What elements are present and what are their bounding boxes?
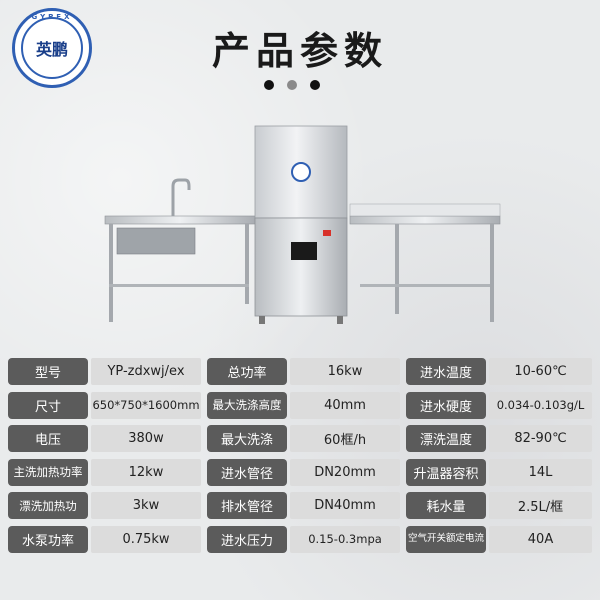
- spec-label: 最大洗涤: [207, 425, 287, 452]
- spec-value: 0.15-0.3mpa: [290, 525, 400, 553]
- spec-value: 14L: [489, 458, 592, 486]
- logo-ring-text: GYPEX: [31, 13, 73, 21]
- spec-label: 漂洗温度: [406, 425, 486, 452]
- spec-row: 型号 YP-zdxwj/ex 总功率 16kw 进水温度 10-60℃: [8, 358, 592, 385]
- spec-row: 尺寸 650*750*1600mm 最大洗涤高度 40mm 进水硬度 0.034…: [8, 391, 592, 419]
- dishwasher-product-image: [104, 125, 501, 324]
- spec-row: 水泵功率 0.75kw 进水压力 0.15-0.3mpa 空气开关额定电流 40…: [8, 525, 592, 553]
- spec-value: 0.034-0.103g/L: [489, 391, 592, 419]
- spec-label: 总功率: [207, 358, 287, 385]
- spec-value: 60框/h: [290, 425, 400, 452]
- spec-label: 升温器容积: [406, 458, 486, 486]
- spec-label: 水泵功率: [8, 525, 88, 553]
- spec-row: 主洗加热功率 12kw 进水管径 DN20mm 升温器容积 14L: [8, 458, 592, 486]
- spec-value: 40A: [489, 525, 592, 553]
- spec-value: 0.75kw: [91, 525, 201, 553]
- spec-label: 最大洗涤高度: [207, 391, 287, 419]
- brand-logo: GYPEX 英鹏: [12, 8, 92, 88]
- carousel-indicator[interactable]: [264, 80, 320, 90]
- spec-label: 进水温度: [406, 358, 486, 385]
- spec-value: DN20mm: [290, 458, 400, 486]
- spec-value: YP-zdxwj/ex: [91, 358, 201, 385]
- spec-label: 空气开关额定电流: [406, 525, 486, 553]
- logo-inner-circle: 英鹏: [21, 17, 83, 79]
- spec-value: 2.5L/框: [489, 492, 592, 519]
- spec-label: 进水管径: [207, 458, 287, 486]
- spec-value: 40mm: [290, 391, 400, 419]
- spec-value: 16kw: [290, 358, 400, 385]
- spec-row: 漂洗加热功 3kw 排水管径 DN40mm 耗水量 2.5L/框: [8, 492, 592, 519]
- spec-value: 12kw: [91, 458, 201, 486]
- spec-label: 耗水量: [406, 492, 486, 519]
- page-title: 产品参数: [211, 29, 388, 73]
- spec-table: 型号 YP-zdxwj/ex 总功率 16kw 进水温度 10-60℃ 尺寸 6…: [8, 358, 592, 559]
- spec-label: 进水压力: [207, 525, 287, 553]
- carousel-dot-2[interactable]: [287, 80, 297, 90]
- spec-value: 3kw: [91, 492, 201, 519]
- logo-center-text: 英鹏: [35, 40, 68, 59]
- spec-value: 82-90℃: [489, 425, 592, 452]
- spec-value: 10-60℃: [489, 358, 592, 385]
- spec-value: DN40mm: [290, 492, 400, 519]
- spec-label: 型号: [8, 358, 88, 385]
- carousel-dot-1[interactable]: [264, 80, 274, 90]
- spec-value: 380w: [91, 425, 201, 452]
- spec-label: 进水硬度: [406, 391, 486, 419]
- carousel-dot-3[interactable]: [310, 80, 320, 90]
- spec-label: 排水管径: [207, 492, 287, 519]
- spec-label: 漂洗加热功: [8, 492, 88, 519]
- spec-row: 电压 380w 最大洗涤 60框/h 漂洗温度 82-90℃: [8, 425, 592, 452]
- spec-value: 650*750*1600mm: [91, 391, 201, 419]
- spec-label: 主洗加热功率: [8, 458, 88, 486]
- spec-label: 尺寸: [8, 391, 88, 419]
- spec-label: 电压: [8, 425, 88, 452]
